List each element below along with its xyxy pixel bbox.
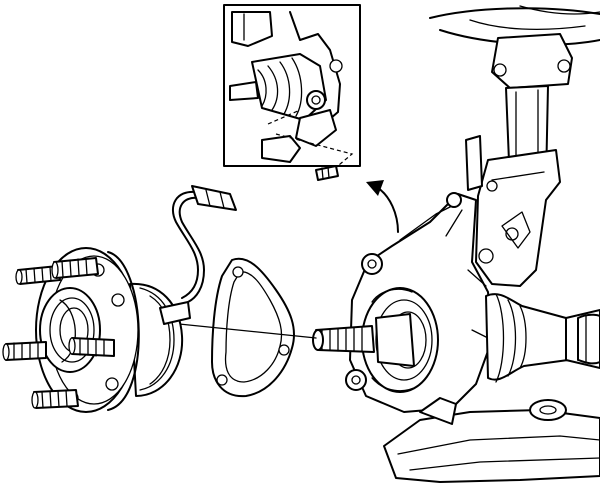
- axle-shaft: [313, 294, 600, 382]
- wheel-hub-bearing-assembly: [36, 248, 190, 412]
- steering-knuckle: [346, 193, 492, 412]
- wheel-stud-top-left: [16, 266, 60, 284]
- wheel-stud-top: [52, 258, 98, 278]
- wheel-speed-sensor-harness: [173, 186, 236, 302]
- reference-arrow-icon: [366, 180, 398, 232]
- detail-inset: [224, 5, 360, 180]
- wheel-stud-center: [69, 338, 114, 356]
- wheel-stud-left: [3, 342, 46, 360]
- lower-control-arm: [384, 398, 600, 482]
- wheel-stud-bottom: [32, 390, 78, 408]
- hub-gasket: [212, 259, 294, 396]
- strut-assembly: [430, 6, 600, 286]
